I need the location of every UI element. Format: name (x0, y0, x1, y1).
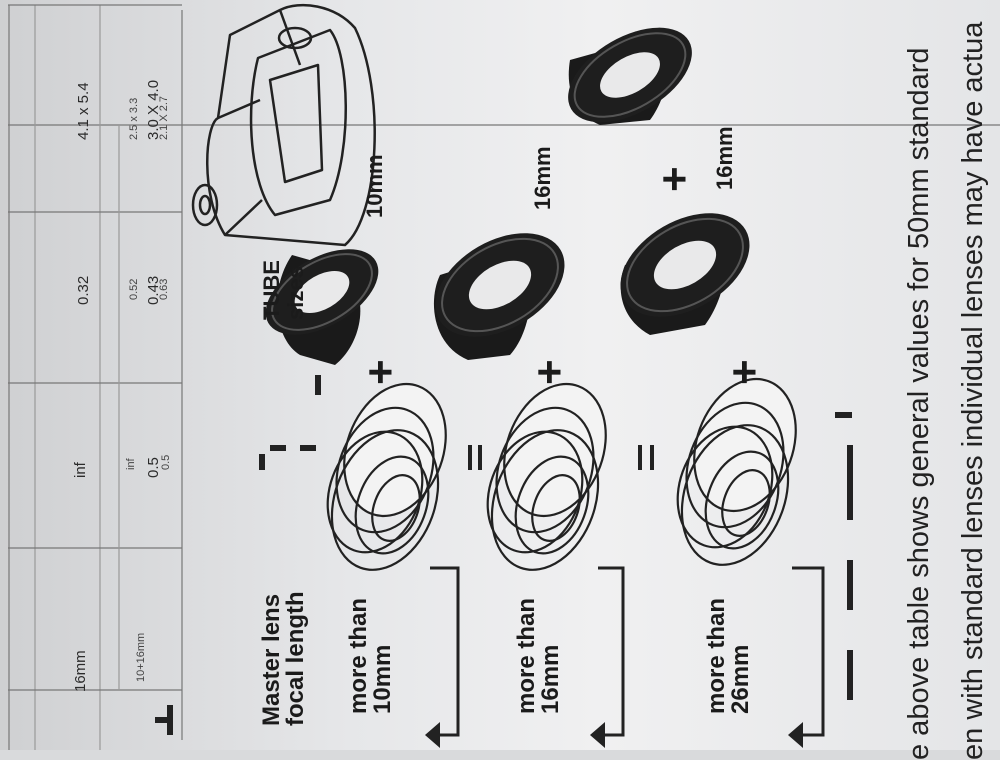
more-than-26-line-2: 26mm (727, 644, 754, 714)
more-than-16mm-label: more than 16mm (513, 597, 564, 714)
more-than-10-line-2: 10mm (369, 644, 396, 714)
footer-line-2: en with standard lenses individual lense… (957, 21, 989, 760)
row-16mm-mag-inf: 0.32 (75, 275, 92, 305)
tube-16mm-b-icon (620, 213, 750, 335)
row-combo-inf: inf (125, 458, 137, 470)
row-combo-field-near: 2.1 X 2.7 (158, 95, 170, 140)
tube-16mm-a-label: 16mm (530, 146, 555, 210)
master-lens-line-1: Master lens (258, 593, 285, 726)
more-than-10mm-label: more than 10mm (345, 597, 396, 714)
master-lens-1-icon (326, 382, 447, 571)
row-combo-field-inf: 2.5 x 3.3 (128, 97, 140, 140)
tube-16mm-a-icon (433, 233, 565, 360)
tube-10mm-icon (265, 249, 379, 365)
row-combo-mag-near: 0.63 (158, 278, 170, 300)
more-than-16-line-1: more than (513, 597, 540, 714)
tube-10mm-label: 10mm (362, 154, 387, 218)
master-lens-2-icon (486, 382, 607, 571)
row-combo-mag-inf: 0.52 (128, 278, 140, 300)
plus-sign-1: + (356, 359, 405, 385)
row-16mm-name: 16mm (72, 650, 89, 692)
master-lens-3-icon (676, 377, 797, 566)
plus-sign-4: + (650, 166, 699, 192)
arrow-icons (430, 566, 825, 737)
master-lens-line-2: focal length (282, 591, 309, 726)
master-lens-label: Master lens focal length (258, 591, 309, 726)
table-grid (8, 4, 1000, 750)
plus-sign-3: + (720, 359, 769, 385)
dashed-bracket (155, 375, 853, 735)
tube-16mm-b-label: 16mm (712, 126, 737, 190)
more-than-26-line-1: more than (703, 597, 730, 714)
more-than-16-line-2: 16mm (537, 644, 564, 714)
plus-sign-2: + (525, 359, 574, 385)
more-than-10-line-1: more than (345, 597, 372, 714)
row-combo-near: 0.5 (160, 454, 172, 470)
camera-drawing (191, 3, 376, 247)
tube-sizes-label: TUBE sizes (259, 260, 308, 320)
footer-line-1: e above table shows general values for 5… (903, 47, 935, 760)
tube-10mm-extra-icon (568, 27, 692, 125)
more-than-26mm-label: more than 26mm (703, 597, 754, 714)
tube-label-line-1: TUBE (259, 260, 284, 320)
row-16mm-inf: inf (72, 462, 89, 478)
row-combo-name: 10+16mm (135, 632, 147, 682)
tube-label-line-2: sizes (283, 266, 308, 320)
row-16mm-field-inf: 4.1 x 5.4 (75, 82, 92, 140)
